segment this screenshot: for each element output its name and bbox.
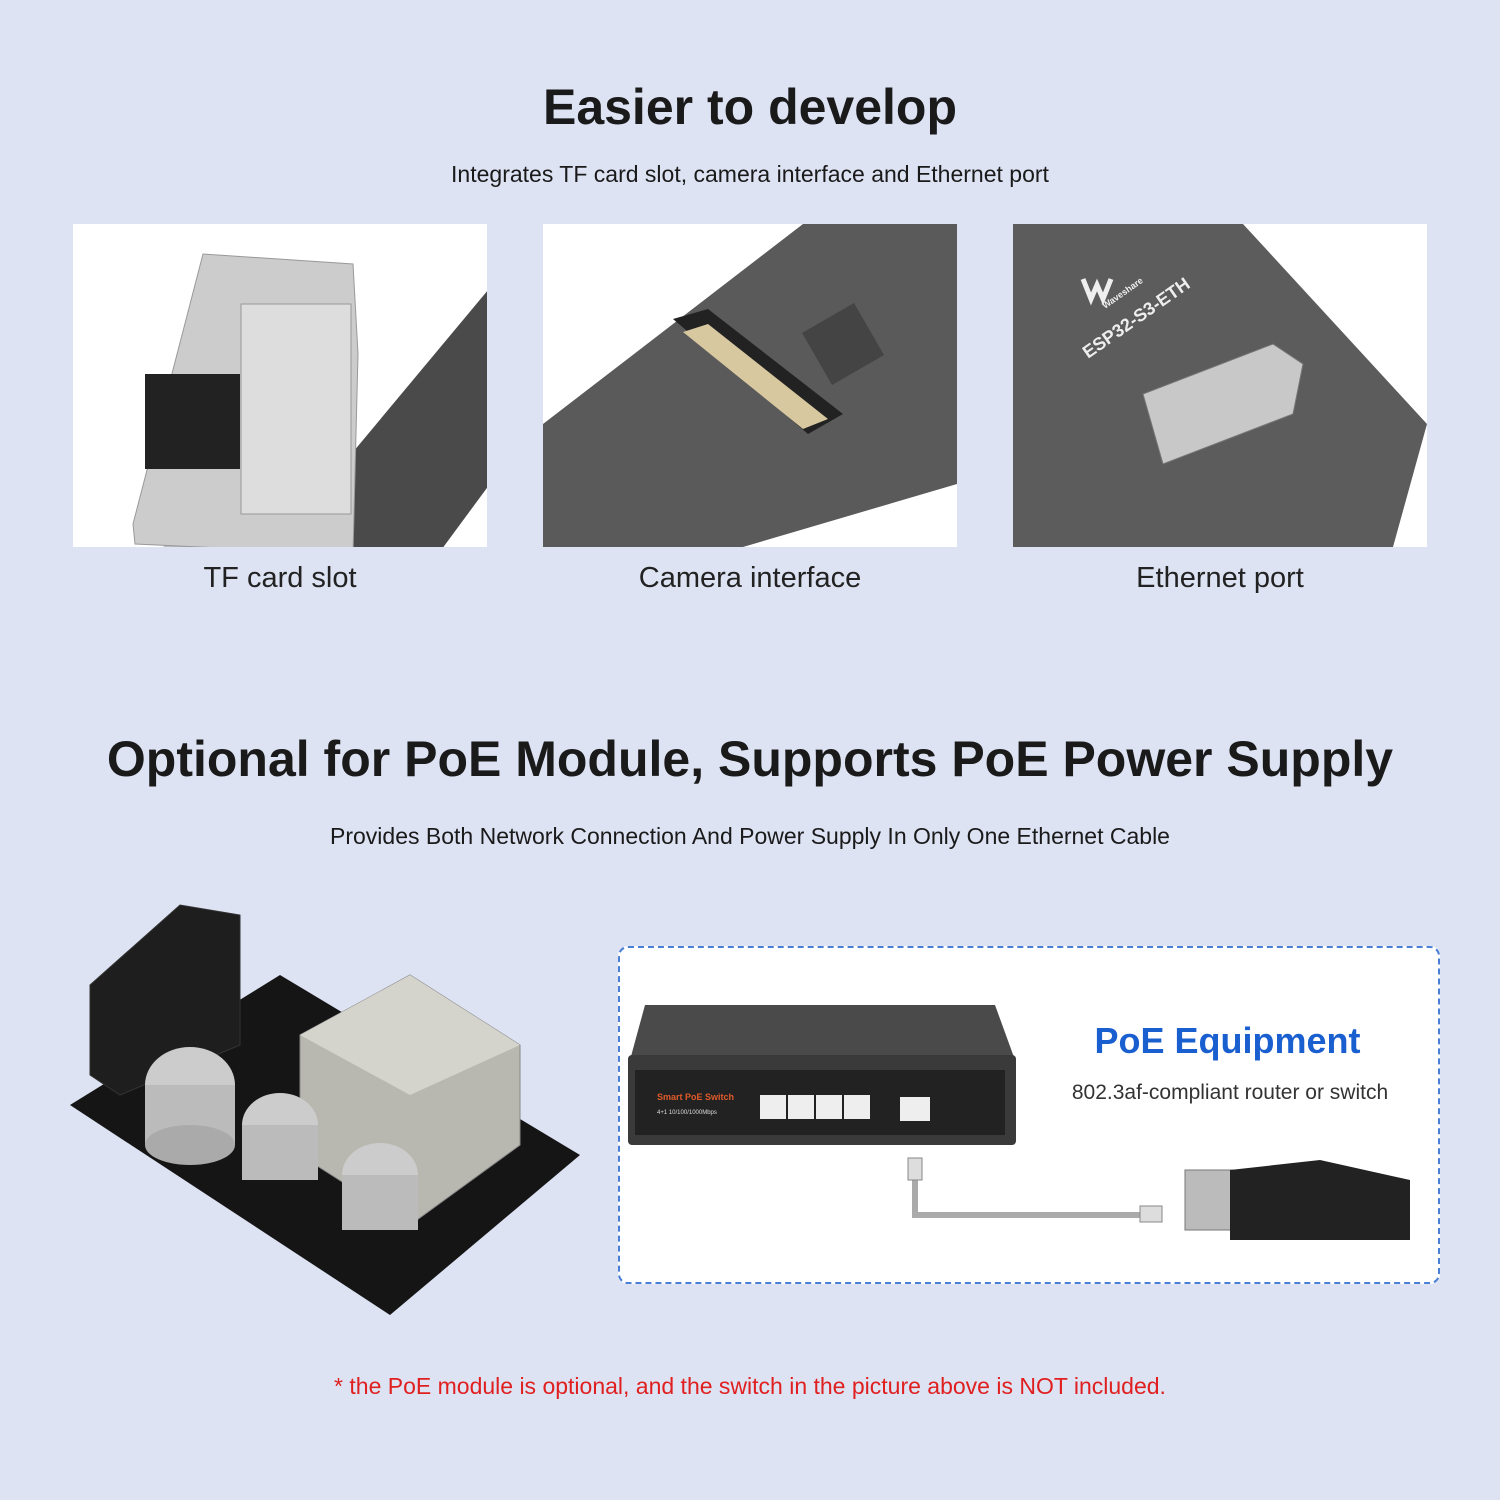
poe-module-photo (70, 904, 580, 1315)
caption-camera: Camera interface (638, 562, 862, 594)
poe-equipment-title: PoE Equipment (1094, 1020, 1361, 1061)
ethernet-jack-photo (73, 224, 487, 547)
switch-label: Smart PoE Switch (657, 1092, 734, 1102)
disclaimer-note: * the PoE module is optional, and the sw… (334, 1373, 1166, 1399)
poe-switch-image: Smart PoE Switch 4+1 10/100/1000Mbps (628, 1005, 1016, 1145)
caption-ethernet: Ethernet port (1136, 562, 1304, 594)
section-subtitle-poe: Provides Both Network Connection And Pow… (330, 823, 1170, 849)
caption-tf-card: TF card slot (203, 562, 357, 594)
switch-spec: 4+1 10/100/1000Mbps (657, 1110, 717, 1116)
camera-interface-photo (543, 224, 957, 547)
tf-card-slot-photo: Waveshare ESP32-S3-ETH (1013, 224, 1427, 547)
section-subtitle: Integrates TF card slot, camera interfac… (451, 161, 1049, 187)
poe-equipment-subtitle: 802.3af-compliant router or switch (1071, 1081, 1389, 1104)
section-title-poe: Optional for PoE Module, Supports PoE Po… (106, 731, 1394, 787)
waveshare-logo-icon (1080, 278, 1114, 306)
section-title: Easier to develop (542, 79, 958, 135)
ethernet-cable-and-board (907, 1157, 1410, 1240)
